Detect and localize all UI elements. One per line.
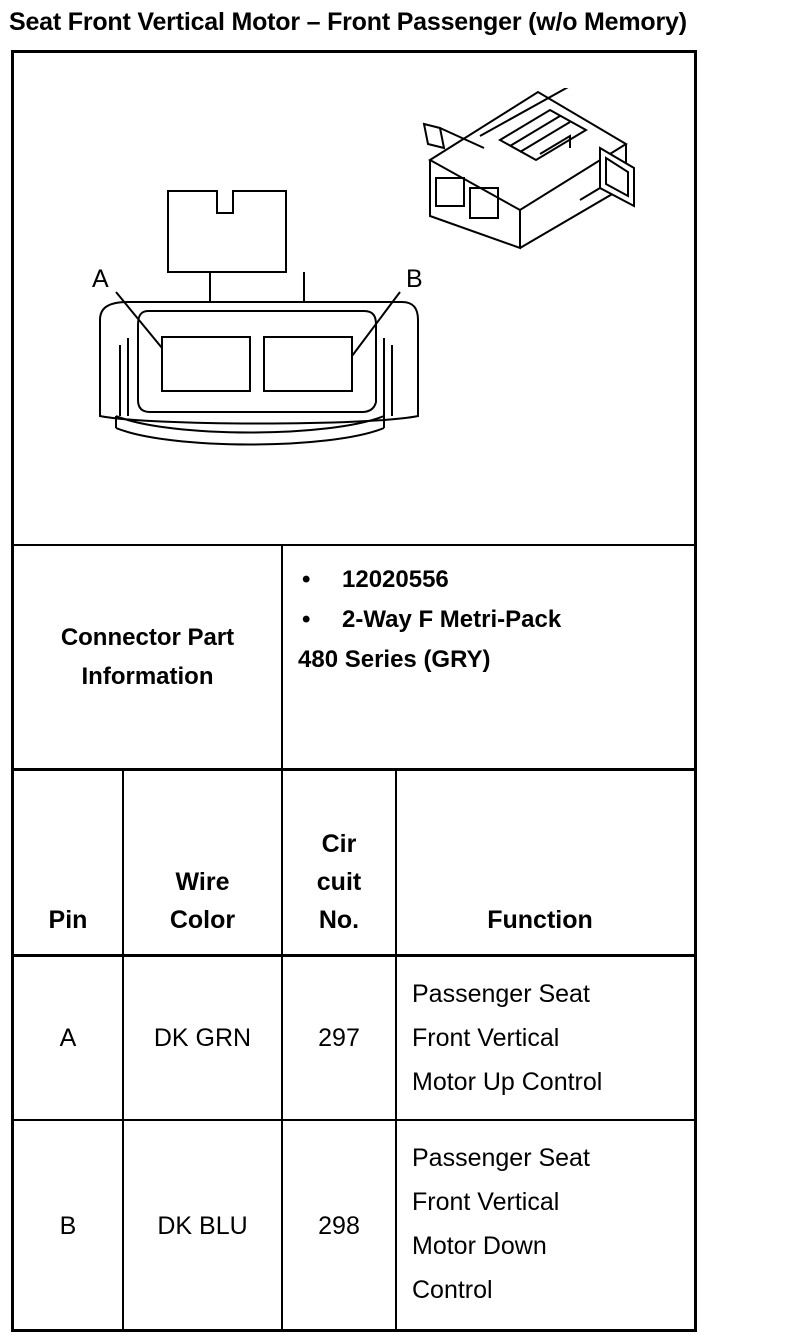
connector-series: 480 Series (GRY) (298, 646, 491, 673)
header-pin: Pin (48, 906, 88, 934)
divider-info (11, 768, 697, 771)
row-b-wire-color: DK BLU (157, 1211, 248, 1240)
connector-info-label-line1: Connector Part (60, 624, 235, 651)
bullet-icon: • (302, 606, 311, 633)
divider-info-col (281, 544, 283, 771)
header-wire-color: Wire Color (169, 868, 236, 934)
row-a-wire-color: DK GRN (153, 1024, 252, 1052)
connector-info-label: Connector Part Information (14, 546, 281, 768)
page-title: Seat Front Vertical Motor – Front Passen… (9, 8, 687, 36)
divider-diagram (11, 544, 697, 546)
connector-table-frame (11, 50, 697, 1332)
part-number: •12020556 (298, 560, 693, 600)
row-b-pin: B (59, 1211, 77, 1240)
divider-header (11, 954, 697, 957)
connector-info-label-line2: Information (81, 663, 214, 690)
divider-col-circuit (395, 770, 397, 1332)
connector-front-view-diagram (99, 190, 419, 446)
divider-col-wire (281, 770, 283, 1332)
row-b-circuit: 298 (318, 1211, 360, 1240)
header-function: Function (487, 906, 593, 934)
connector-type: •2-Way F Metri-Pack (298, 600, 693, 640)
divider-row-a (11, 1119, 697, 1121)
row-a-function: Passenger Seat Front Vertical Motor Up C… (412, 980, 603, 1096)
pin-label-b: B (406, 265, 423, 293)
row-a-pin: A (59, 1024, 77, 1052)
row-b-function: Passenger Seat Front Vertical Motor Down… (412, 1144, 590, 1304)
row-a-circuit: 297 (318, 1024, 360, 1052)
divider-col-pin (122, 770, 124, 1332)
header-circuit-no: Cir cuit No. (316, 830, 362, 934)
pin-label-a: A (92, 265, 109, 293)
connector-info-details: •12020556 •2-Way F Metri-Pack 480 Series… (298, 560, 693, 680)
connector-isometric-view-diagram (422, 88, 635, 250)
bullet-icon: • (302, 566, 311, 593)
